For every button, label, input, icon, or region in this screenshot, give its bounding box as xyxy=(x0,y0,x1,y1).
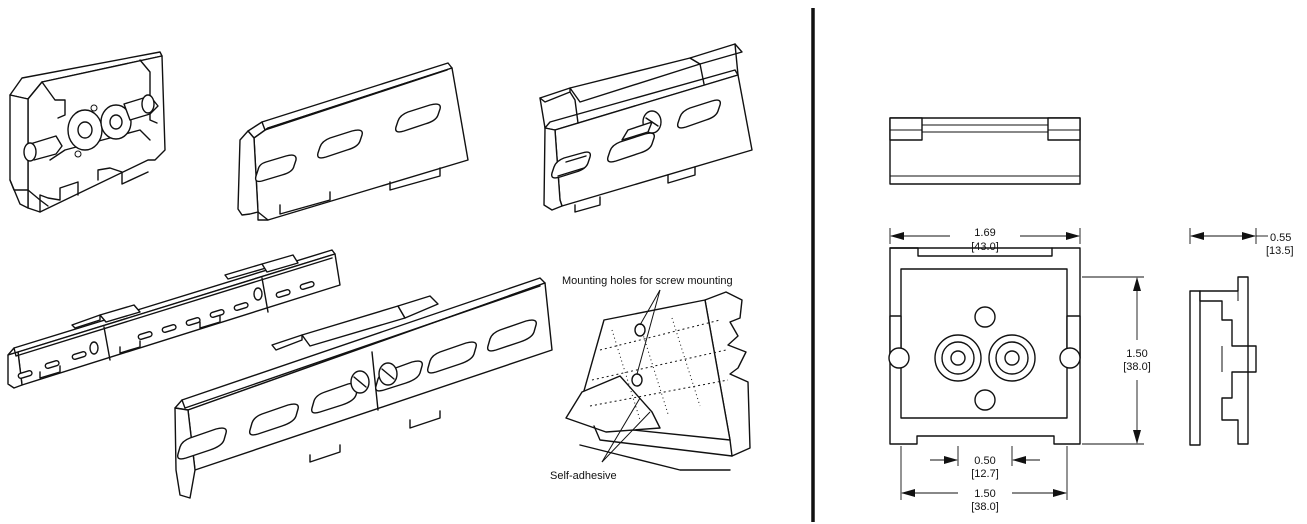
hole-spacing-inches: 0.50 xyxy=(974,455,995,467)
width-millimeters: [43.0] xyxy=(971,241,999,253)
base-width-millimeters: [38.0] xyxy=(971,501,999,513)
short-rail-sketch xyxy=(237,62,469,221)
height-inches: 1.50 xyxy=(1126,348,1147,360)
long-joined-rail-sketch xyxy=(7,249,341,389)
depth-dimension: 0.55 [13.5] xyxy=(1189,228,1294,257)
large-rail-assembly-sketch xyxy=(174,277,553,499)
width-dimension: 1.69 [43.0] xyxy=(889,227,1081,253)
hole-spacing-millimeters: [12.7] xyxy=(971,468,999,480)
mounting-holes-callout: Mounting holes for screw mounting xyxy=(562,275,733,287)
height-millimeters: [38.0] xyxy=(1123,361,1151,373)
side-view-drawing xyxy=(1189,276,1257,446)
front-view-drawing xyxy=(888,247,1081,445)
base-width-inches: 1.50 xyxy=(974,488,995,500)
depth-millimeters: [13.5] xyxy=(1266,245,1294,257)
self-adhesive-mounting-sketch: Mounting holes for screw mounting Self-a… xyxy=(550,275,751,482)
width-inches: 1.69 xyxy=(974,227,995,239)
top-view-drawing xyxy=(889,117,1081,185)
depth-inches: 0.55 xyxy=(1270,232,1291,244)
rail-with-adapter-sketch xyxy=(539,43,753,213)
self-adhesive-callout: Self-adhesive xyxy=(550,470,617,482)
height-dimension: 1.50 [38.0] xyxy=(1082,276,1151,445)
base-width-dimension: 1.50 [38.0] xyxy=(900,446,1068,513)
hole-spacing-dimension: 0.50 [12.7] xyxy=(930,446,1040,480)
adapter-block-sketch xyxy=(9,51,166,213)
